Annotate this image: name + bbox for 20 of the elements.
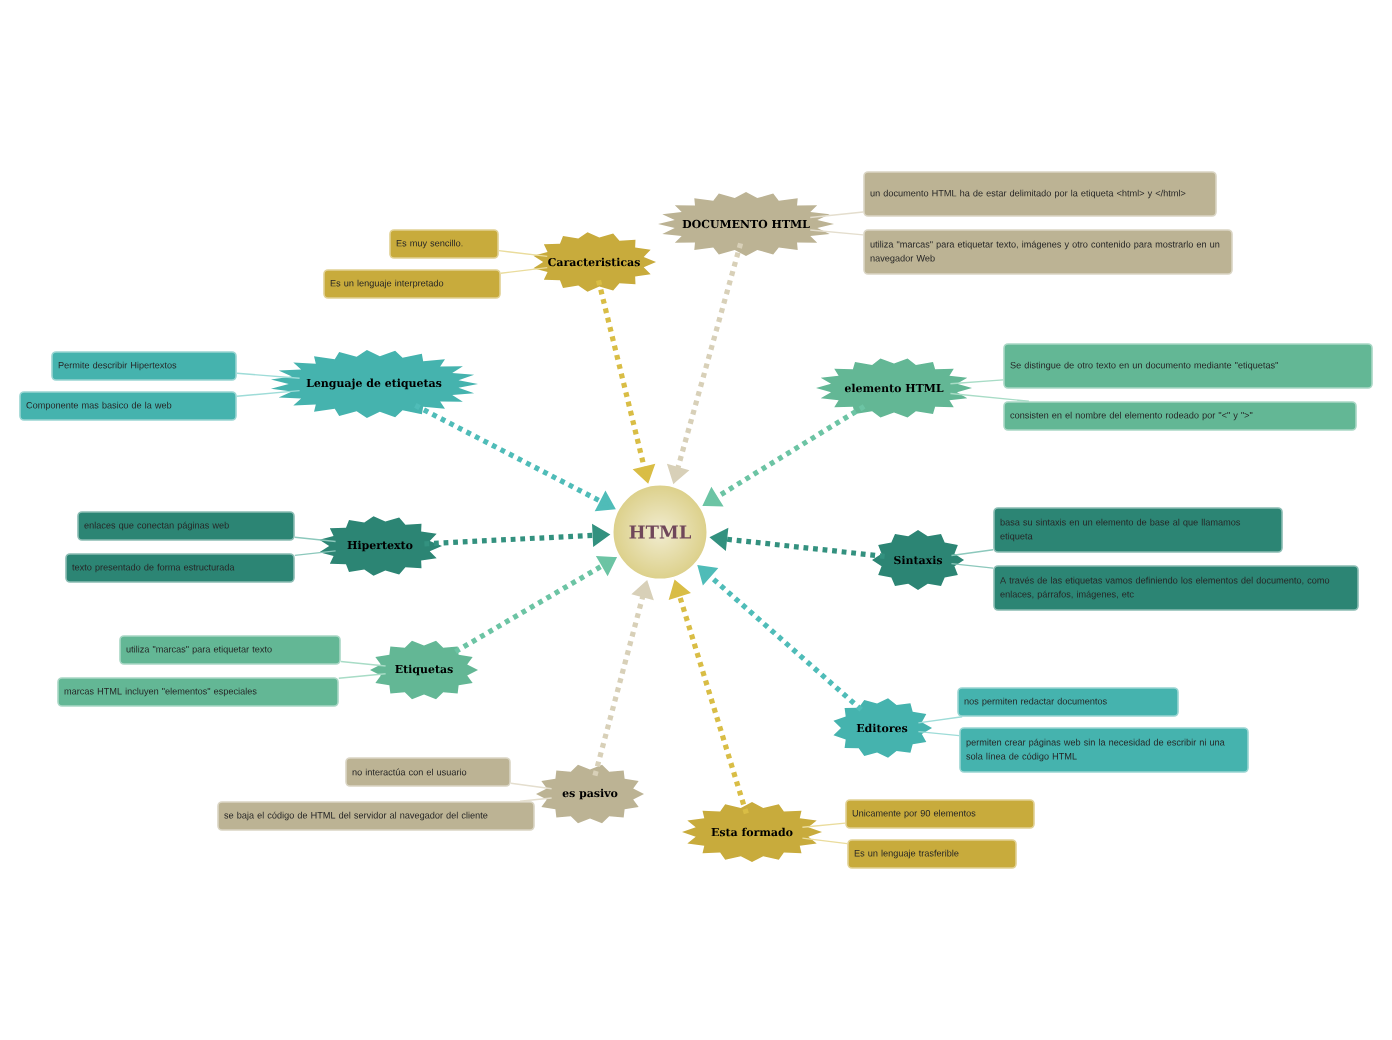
connector-line (340, 660, 387, 667)
connector-line (950, 562, 994, 569)
connector-line (236, 372, 301, 379)
connector-line (949, 379, 1004, 385)
connector-line (801, 822, 846, 828)
connector-line (498, 249, 548, 258)
connector-line (338, 673, 387, 680)
connector-line (519, 797, 553, 802)
connector-line (949, 392, 1030, 402)
connector-line (801, 837, 848, 845)
connector-line (510, 782, 553, 790)
connector-line (917, 716, 963, 724)
connector-line (500, 266, 548, 274)
connector-line (809, 229, 864, 236)
connector-line (294, 536, 337, 543)
connector-line (809, 211, 864, 219)
connector-line (236, 389, 301, 397)
connector-line (950, 549, 994, 557)
connector-line (917, 730, 960, 737)
connector-line (294, 550, 337, 557)
